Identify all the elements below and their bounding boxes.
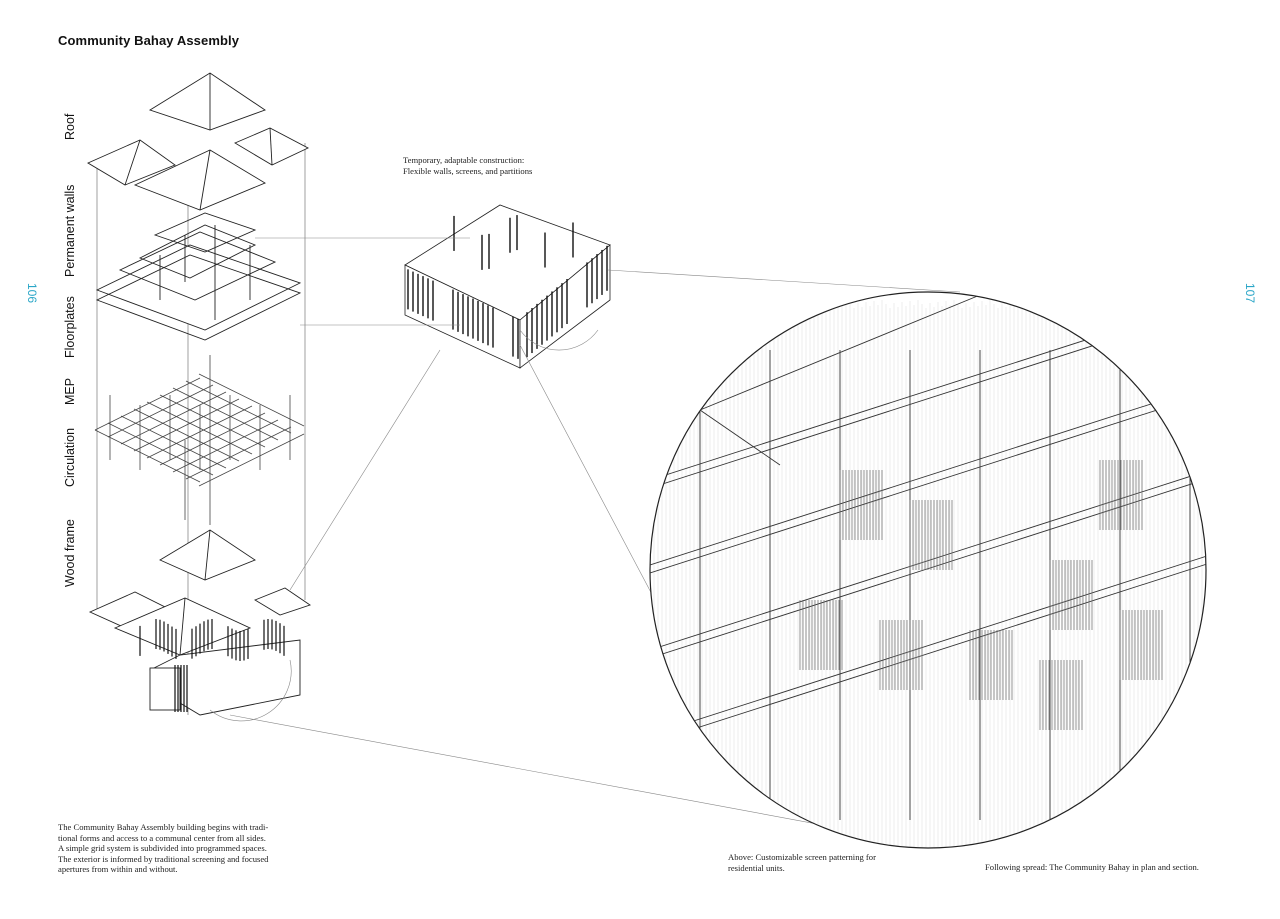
roof-layer-drawing — [87, 72, 310, 211]
layer-label-circulation: Circulation — [63, 427, 77, 487]
caption-line: tional forms and access to a communal ce… — [58, 832, 266, 843]
caption-line: Flexible walls, screens, and partitions — [403, 165, 533, 176]
caption-line: residential units. — [728, 862, 785, 873]
magnified-frame-members — [650, 294, 1206, 820]
temporary-construction-screens — [407, 215, 608, 359]
temporary-construction-drawing — [404, 204, 611, 369]
page-number-right: 107 — [1243, 282, 1258, 304]
wood-frame-building-drawing — [88, 529, 312, 716]
magnified-screen-panels — [799, 460, 1163, 730]
caption-line: Above: Customizable screen patterning fo… — [728, 852, 876, 862]
caption-above: Above: Customizable screen patterning fo… — [728, 852, 876, 873]
layer-label-permanent-walls: Permanent walls — [63, 184, 77, 277]
layer-label-floorplates: Floorplates — [63, 296, 77, 358]
caption-line: The Community Bahay Assembly building be… — [58, 822, 269, 832]
layer-label-wood-frame: Wood frame — [63, 519, 77, 587]
caption-following-spread: Following spread: The Community Bahay in… — [985, 862, 1199, 873]
mep-circulation-grid-drawing — [94, 355, 305, 525]
caption-temporary-construction: Temporary, adaptable construction: Flexi… — [403, 155, 532, 176]
caption-body-text: The Community Bahay Assembly building be… — [58, 822, 268, 875]
caption-line: A simple grid system is subdivided into … — [58, 843, 267, 854]
walls-floorplates-drawing — [95, 212, 302, 341]
layer-label-mep: MEP — [63, 377, 77, 405]
caption-line: Following spread: The Community Bahay in… — [985, 862, 1199, 872]
wood-frame-screen-hatching — [139, 619, 285, 712]
caption-line: Temporary, adaptable construction: — [403, 155, 525, 165]
caption-line: The exterior is informed by traditional … — [58, 853, 269, 864]
page-title: Community Bahay Assembly — [58, 33, 240, 48]
layer-label-roof: Roof — [63, 113, 77, 140]
page-number-left: 106 — [25, 282, 40, 304]
caption-line: apertures from within and without. — [58, 864, 178, 875]
